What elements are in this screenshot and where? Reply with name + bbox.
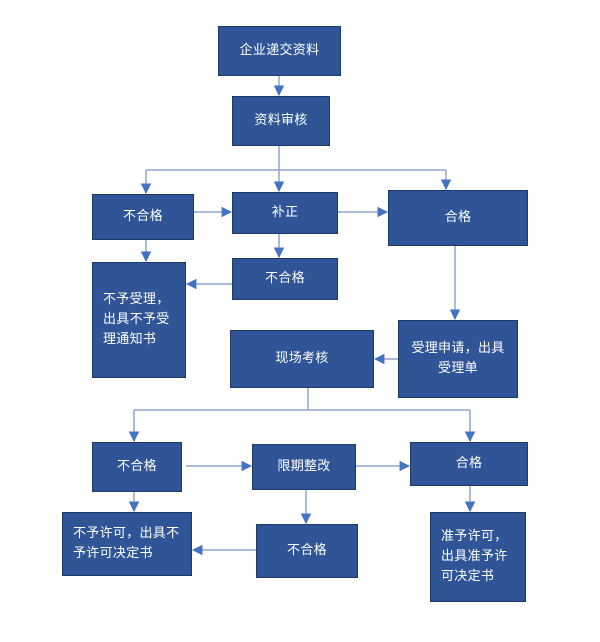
node-supplement: 补正 <box>232 192 338 234</box>
node-supplement-fail: 不合格 <box>232 258 338 300</box>
node-review-pass: 合格 <box>388 190 528 246</box>
node-accept-application-line-1: 受理申请，出具 <box>411 341 505 356</box>
node-inspection-pass: 合格 <box>410 442 528 486</box>
node-accept-application-line-2: 受理单 <box>438 361 478 376</box>
node-review-fail: 不合格 <box>92 194 194 240</box>
node-reject-notice-line-2: 出具不予受 <box>103 312 170 327</box>
node-submit-materials: 企业递交资料 <box>218 26 341 76</box>
node-deny-decision: 不予许可，出具不 予许可决定书 <box>62 512 192 576</box>
node-materials-review: 资料审核 <box>232 96 330 146</box>
node-accept-application: 受理申请，出具 受理单 <box>398 320 518 398</box>
node-deny-decision-line-1: 不予许可，出具不 <box>73 526 180 541</box>
node-reject-notice-line-1: 不予受理， <box>103 292 170 307</box>
node-grant-decision-line-2: 出具准予许 <box>441 549 508 564</box>
node-grant-decision: 准予许可， 出具准予许 可决定书 <box>430 512 526 602</box>
node-deny-decision-line-2: 予许可决定书 <box>73 546 153 561</box>
node-onsite-inspection: 现场考核 <box>230 330 374 388</box>
node-reject-notice: 不予受理， 出具不予受 理通知书 <box>92 262 186 378</box>
node-grant-decision-line-1: 准予许可， <box>441 529 508 544</box>
node-grant-decision-line-3: 可决定书 <box>441 569 495 584</box>
node-reject-notice-line-3: 理通知书 <box>103 332 157 347</box>
node-inspection-fail: 不合格 <box>92 442 182 492</box>
node-rectify-deadline: 限期整改 <box>252 444 356 490</box>
node-rectify-fail: 不合格 <box>256 524 358 578</box>
